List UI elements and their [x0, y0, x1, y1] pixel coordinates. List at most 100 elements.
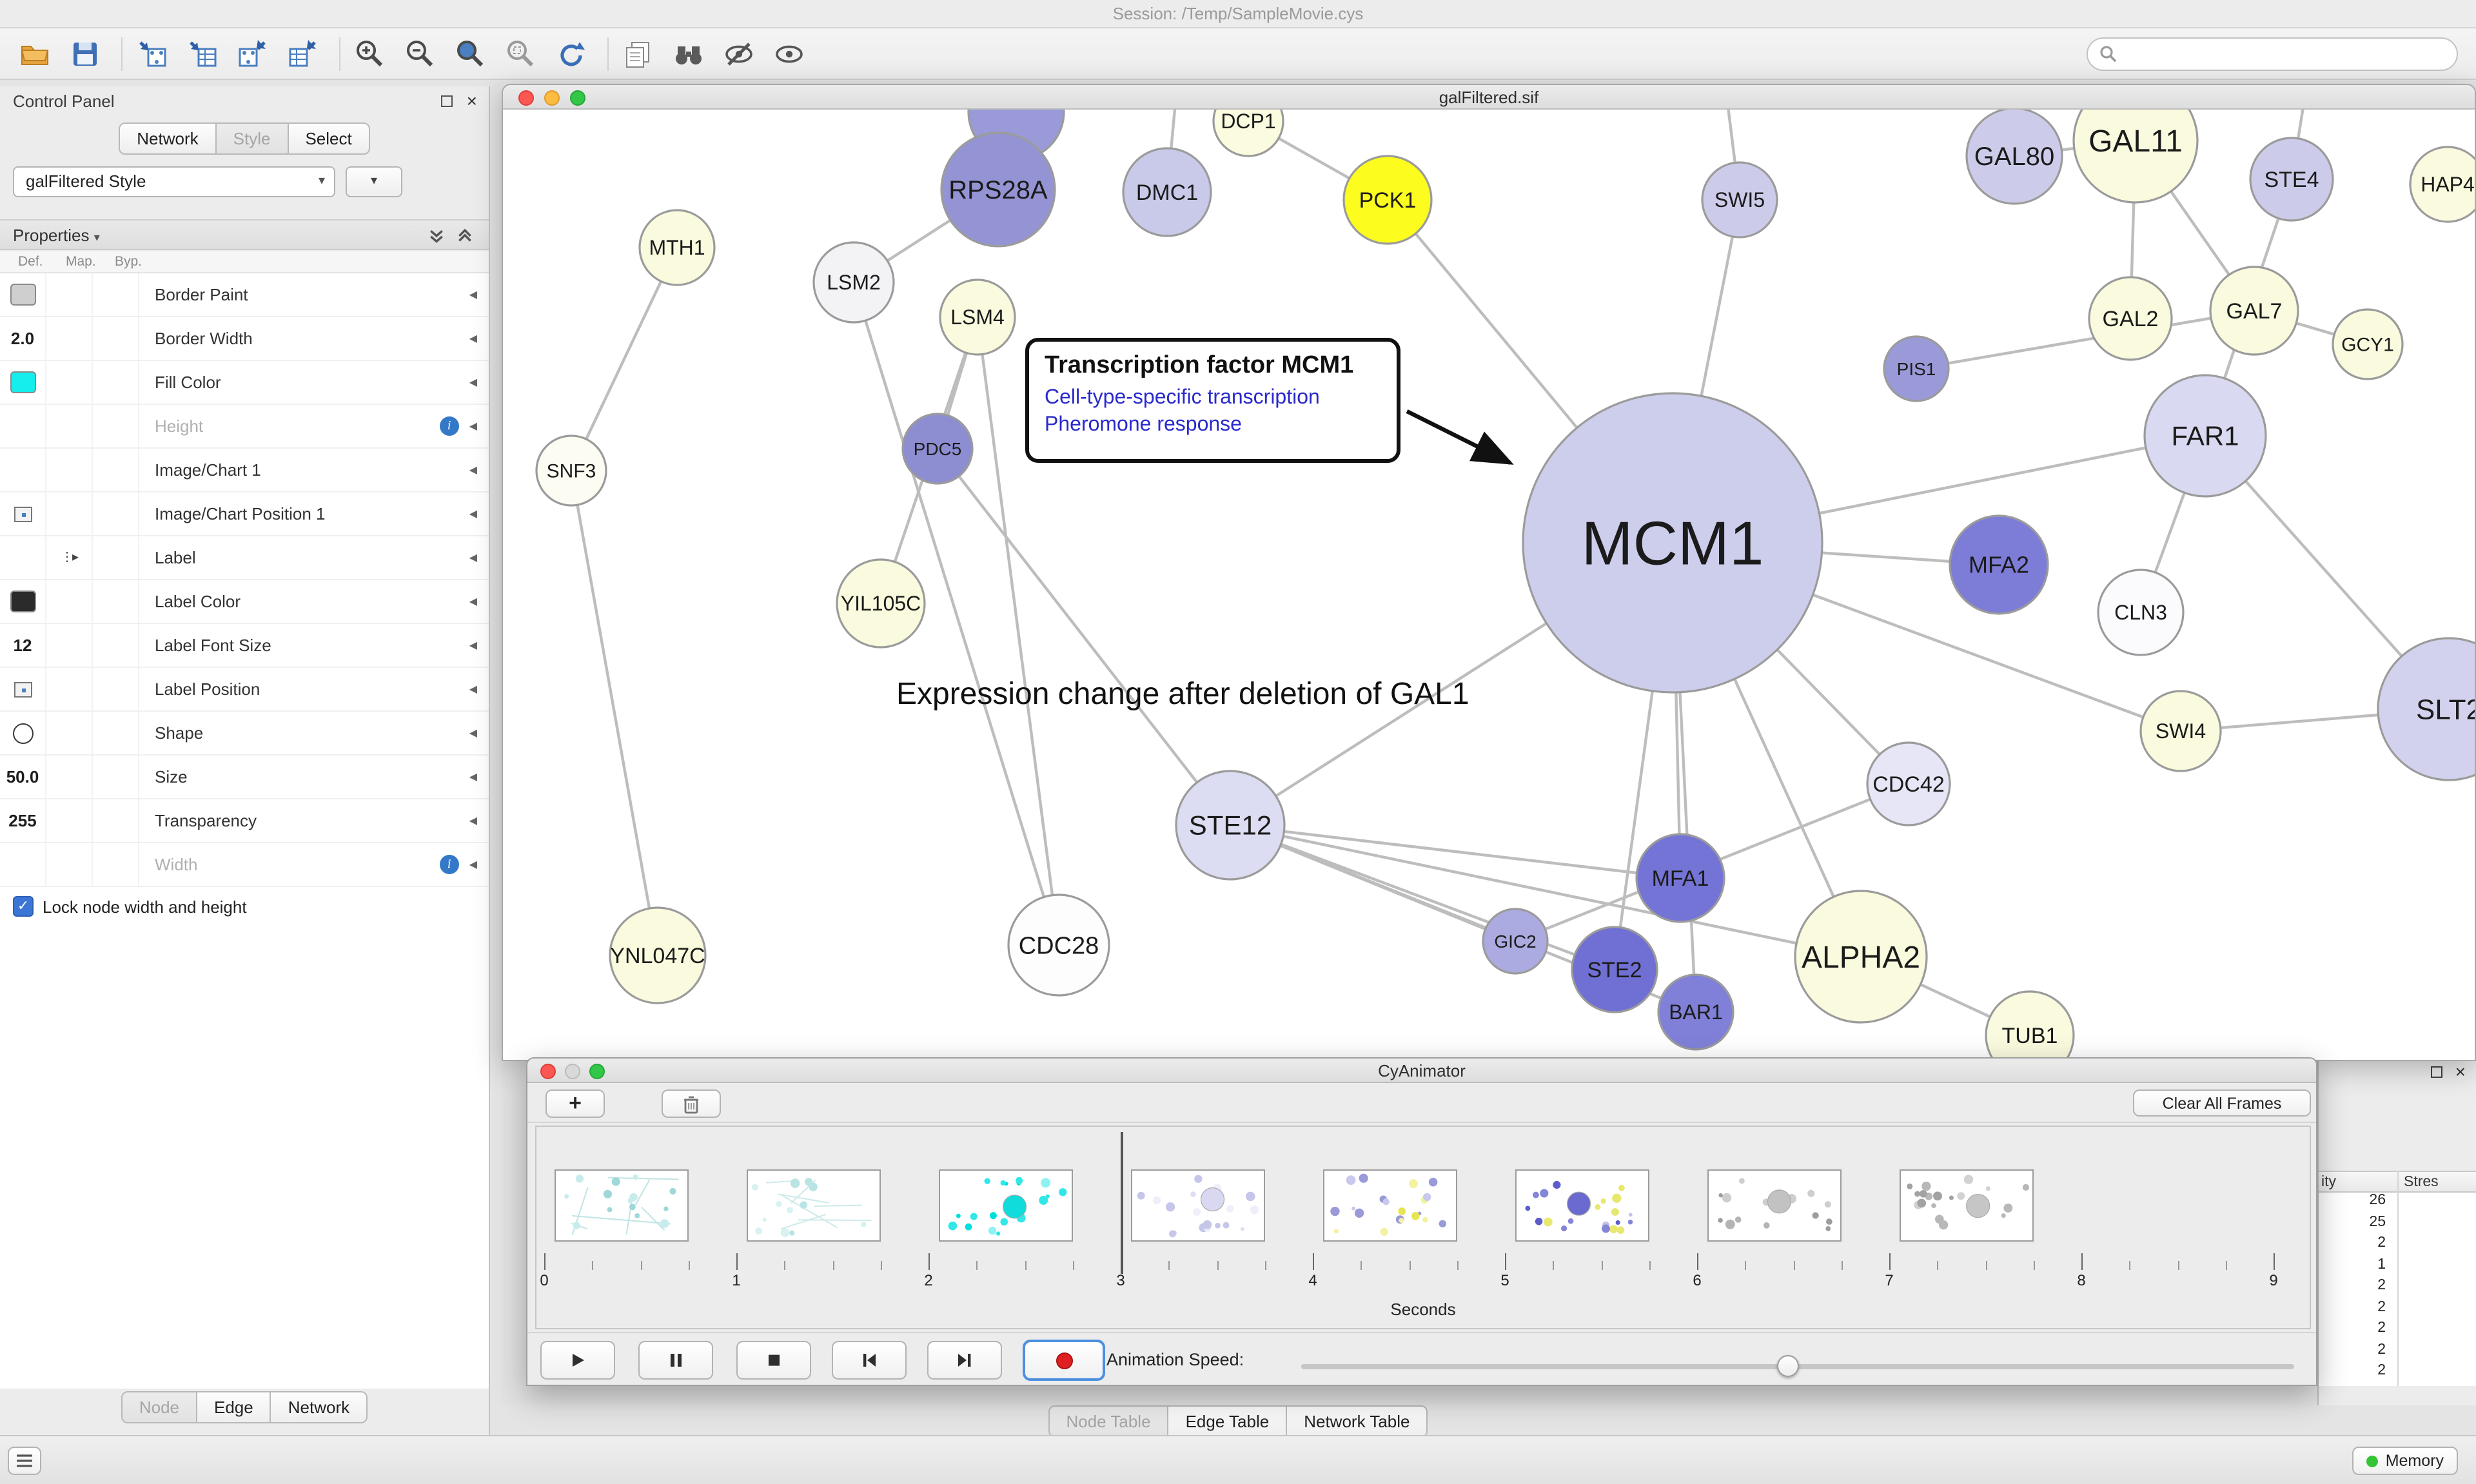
refresh-view-icon[interactable] — [555, 37, 588, 70]
tab-node[interactable]: Node — [121, 1391, 197, 1423]
tab-network[interactable]: Network — [119, 122, 217, 155]
cyanimator-titlebar[interactable]: CyAnimator — [527, 1059, 2316, 1083]
search-input[interactable] — [2125, 44, 2457, 64]
graph-node-YNL047C[interactable] — [609, 906, 707, 1004]
export-network-icon[interactable] — [236, 37, 270, 70]
zoom-out-icon[interactable] — [404, 37, 437, 70]
graph-node-STE2[interactable] — [1571, 926, 1658, 1013]
annotation-arrow[interactable] — [1406, 409, 1514, 465]
table-row[interactable]: 2 — [2319, 1363, 2476, 1384]
position-icon[interactable] — [14, 506, 32, 522]
graph-edge[interactable] — [1916, 309, 2255, 371]
open-session-icon[interactable] — [18, 37, 52, 70]
default-value[interactable]: 12 — [13, 636, 32, 655]
graph-edge[interactable] — [852, 282, 1061, 946]
export-table-icon[interactable] — [286, 37, 320, 70]
property-row[interactable]: Label Color◀ — [0, 580, 489, 624]
bypass-cell[interactable] — [93, 843, 139, 886]
table-row[interactable]: 2 — [2319, 1235, 2476, 1256]
close-panel-icon[interactable]: × — [466, 90, 477, 111]
graph-node-LSM2[interactable] — [812, 241, 895, 324]
go-to-end-button[interactable] — [927, 1341, 1002, 1380]
hide-selected-icon[interactable] — [722, 37, 756, 70]
default-cell[interactable] — [0, 580, 46, 623]
close-window-button[interactable] — [518, 90, 534, 105]
default-cell[interactable] — [0, 536, 46, 579]
graph-edge[interactable] — [570, 247, 678, 471]
network-window-titlebar[interactable]: galFiltered.sif — [503, 85, 2475, 110]
default-cell[interactable]: 2.0 — [0, 317, 46, 360]
graph-node-RPS28A[interactable] — [940, 132, 1056, 248]
default-value[interactable]: 2.0 — [10, 329, 35, 348]
mapping-cell[interactable] — [46, 843, 93, 886]
default-cell[interactable] — [0, 273, 46, 316]
expand-arrow-icon[interactable]: ◀ — [469, 639, 477, 651]
color-swatch[interactable] — [10, 284, 35, 306]
zoom-window-button[interactable] — [570, 90, 585, 105]
property-row[interactable]: Shape◀ — [0, 712, 489, 756]
graph-node-TUB1[interactable] — [1985, 990, 2075, 1060]
bypass-cell[interactable] — [93, 449, 139, 491]
record-button[interactable] — [1023, 1340, 1105, 1381]
graph-node-GIC2[interactable] — [1482, 908, 1549, 975]
minimize-window-button[interactable] — [565, 1063, 580, 1079]
bypass-cell[interactable] — [93, 624, 139, 667]
save-session-icon[interactable] — [68, 37, 102, 70]
style-options-button[interactable]: ▾ — [346, 166, 402, 197]
tab-network-bottom[interactable]: Network — [270, 1391, 368, 1423]
property-row[interactable]: Border Paint◀ — [0, 273, 489, 317]
default-cell[interactable]: 12 — [0, 624, 46, 667]
graph-node-GAL7[interactable] — [2209, 266, 2299, 356]
graph-node-MCM1[interactable] — [1522, 392, 1823, 694]
property-row[interactable]: Label Position◀ — [0, 668, 489, 712]
bypass-cell[interactable] — [93, 317, 139, 360]
frame-thumbnail-0[interactable] — [555, 1169, 689, 1242]
duplicate-network-icon[interactable] — [622, 37, 655, 70]
bypass-cell[interactable] — [93, 756, 139, 798]
close-window-button[interactable] — [540, 1063, 556, 1079]
default-cell[interactable] — [0, 712, 46, 754]
mapping-icon[interactable]: ⋮▸ — [60, 551, 79, 565]
frame-thumbnail-4[interactable] — [1323, 1169, 1457, 1242]
stop-button[interactable] — [736, 1341, 811, 1380]
graph-edge[interactable] — [1230, 823, 1862, 959]
graph-edge[interactable] — [936, 447, 1232, 826]
graph-node-CDC42[interactable] — [1866, 741, 1951, 826]
tab-edge[interactable]: Edge — [196, 1391, 271, 1423]
panel-toggle-button[interactable] — [8, 1447, 41, 1475]
frame-thumbnail-1[interactable] — [747, 1169, 881, 1242]
graph-node-SLT2[interactable] — [2377, 637, 2475, 781]
graph-node-SWI4[interactable] — [2139, 690, 2222, 772]
play-button[interactable] — [540, 1341, 615, 1380]
tab-edge-table[interactable]: Edge Table — [1167, 1405, 1288, 1438]
expand-arrow-icon[interactable]: ◀ — [469, 596, 477, 607]
bypass-cell[interactable] — [93, 273, 139, 316]
zoom-fit-icon[interactable] — [454, 37, 487, 70]
default-value[interactable]: 50.0 — [6, 767, 39, 786]
float-table-icon[interactable] — [2431, 1066, 2442, 1078]
first-neighbors-icon[interactable] — [672, 37, 705, 70]
graph-node-FAR1[interactable] — [2143, 374, 2267, 498]
bypass-cell[interactable] — [93, 405, 139, 447]
playhead[interactable] — [1121, 1132, 1123, 1274]
expand-arrow-icon[interactable]: ◀ — [469, 859, 477, 870]
annotation-link-2[interactable]: Pheromone response — [1045, 413, 1242, 436]
mapping-cell[interactable] — [46, 712, 93, 754]
bypass-cell[interactable] — [93, 536, 139, 579]
graph-node-GCY1[interactable] — [2332, 308, 2404, 380]
graph-node-PIS1[interactable] — [1883, 335, 1950, 402]
expand-all-icon[interactable] — [457, 228, 473, 245]
graph-node-MTH1[interactable] — [638, 209, 716, 286]
table-row[interactable]: 2 — [2319, 1342, 2476, 1363]
color-swatch[interactable] — [10, 371, 35, 393]
graph-node-MFA1[interactable] — [1635, 833, 1725, 923]
expand-arrow-icon[interactable]: ◀ — [469, 333, 477, 344]
default-value[interactable]: 255 — [8, 811, 37, 830]
mapping-cell[interactable] — [46, 361, 93, 404]
graph-edge[interactable] — [976, 317, 1061, 946]
properties-header[interactable]: Properties ▾ — [13, 226, 100, 245]
